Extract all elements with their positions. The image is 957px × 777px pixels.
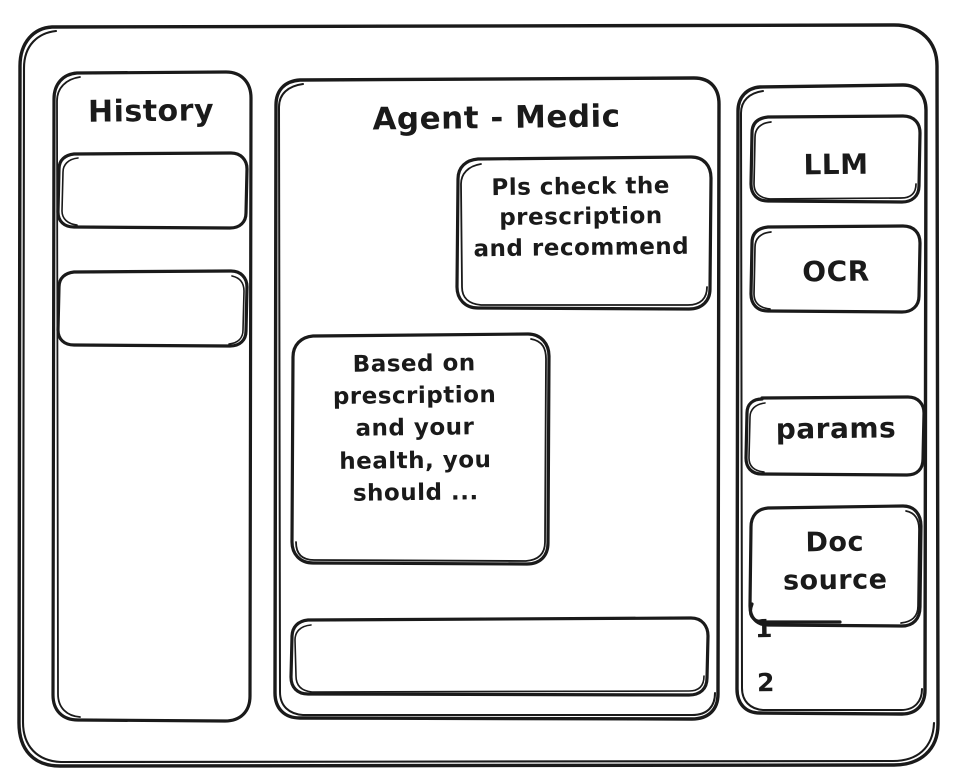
user-bubble-stroke-b <box>460 163 708 306</box>
window-frame-stroke-b <box>21 29 936 764</box>
assistant-message-bubble <box>292 334 549 564</box>
llm-button[interactable] <box>751 116 920 202</box>
message-composer-input[interactable] <box>291 618 708 695</box>
left-panel-stroke-a <box>51 70 253 723</box>
main-panel-stroke-a <box>273 76 721 721</box>
main-panel-stroke-b <box>278 83 716 716</box>
composer-stroke-b <box>294 624 705 693</box>
doc-list-leader-stroke <box>748 602 842 624</box>
right-panel-stroke-b <box>740 90 923 711</box>
right-panel-stroke-a <box>735 83 928 716</box>
params-button-stroke-a <box>744 395 926 477</box>
ocr-button-stroke-b <box>753 231 772 310</box>
params-button[interactable] <box>746 397 924 475</box>
assistant-bubble-stroke-b <box>295 338 547 562</box>
doc-source-button-stroke-a <box>748 504 923 628</box>
ocr-button-stroke-a <box>749 224 922 314</box>
left-panel-stroke-b <box>56 76 81 718</box>
history-item-2-stroke-b <box>228 275 245 345</box>
history-item-1-stroke-a <box>56 151 249 230</box>
llm-button-stroke-b <box>753 121 917 200</box>
composer-stroke-a <box>289 616 710 697</box>
user-bubble-stroke-a <box>455 155 713 311</box>
history-item-1-stroke-b <box>61 157 79 226</box>
history-item-2-stroke-a <box>56 269 249 348</box>
user-message-bubble <box>457 157 711 309</box>
window-frame-stroke-a <box>17 23 940 768</box>
history-item-2[interactable] <box>58 271 247 346</box>
doc-source-button-stroke-b <box>900 510 920 624</box>
params-button-stroke-b <box>748 402 766 473</box>
history-item-1[interactable] <box>58 153 247 228</box>
doc-source-button[interactable] <box>750 506 921 626</box>
assistant-bubble-stroke-a <box>290 332 551 566</box>
ocr-button[interactable] <box>751 226 920 312</box>
llm-button-stroke-a <box>749 114 922 204</box>
